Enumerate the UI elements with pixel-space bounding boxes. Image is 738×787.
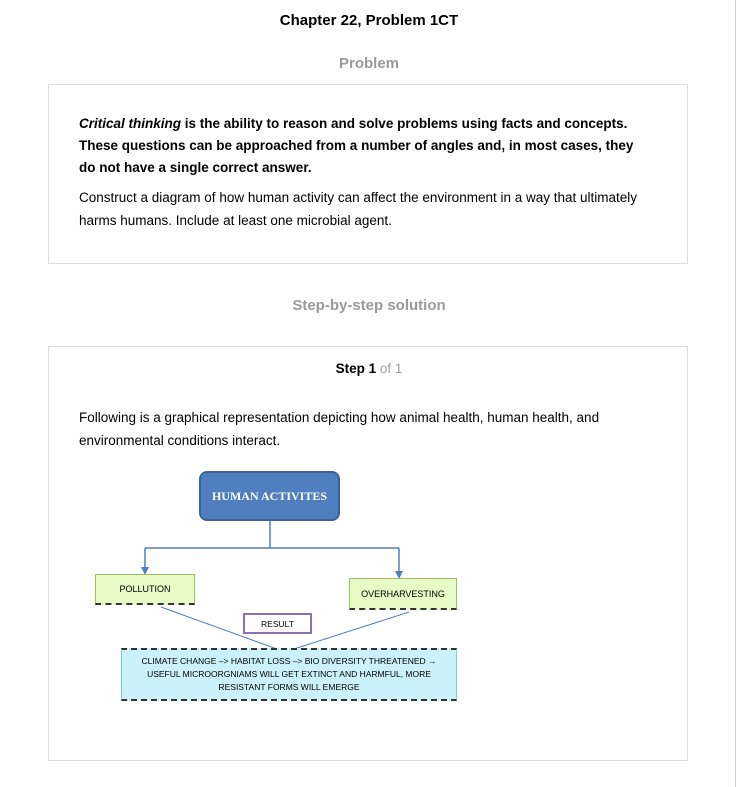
problem-panel: Critical thinking is the ability to reas… [48, 84, 688, 264]
critical-thinking-intro: Critical thinking is the ability to reas… [79, 113, 649, 179]
result-node: RESULT [243, 613, 312, 634]
climate-change-node: CLIMATE CHANGE –> HABITAT LOSS –> BIO DI… [121, 648, 457, 701]
problem-statement: Construct a diagram of how human activit… [79, 190, 638, 228]
chapter-title: Chapter 22, Problem 1CT [279, 12, 459, 29]
pollution-node: POLLUTION [95, 574, 195, 605]
solution-heading: Step-by-step solution [292, 297, 446, 314]
pollution-to-result-line [160, 606, 278, 650]
human-activity-diagram: HUMAN ACTIVITES POLLUTION OVERHARVESTING… [89, 462, 489, 707]
step-number: Step 1 [335, 361, 377, 376]
step-indicator: Step 1 of 1 [49, 361, 689, 376]
step-total: of 1 [376, 361, 403, 376]
solution-panel: Step 1 of 1 Following is a graphical rep… [48, 346, 688, 761]
page-right-border [735, 0, 736, 787]
diagram-connectors [141, 521, 410, 650]
critical-thinking-definition: is the ability to reason and solve probl… [79, 116, 634, 175]
human-activities-node: HUMAN ACTIVITES [199, 471, 340, 521]
overharvesting-to-result-line [293, 611, 410, 650]
problem-heading: Problem [338, 55, 399, 72]
overharvesting-node: OVERHARVESTING [349, 578, 457, 610]
critical-thinking-term: Critical thinking [79, 116, 182, 131]
solution-text: Following is a graphical representation … [79, 410, 600, 448]
